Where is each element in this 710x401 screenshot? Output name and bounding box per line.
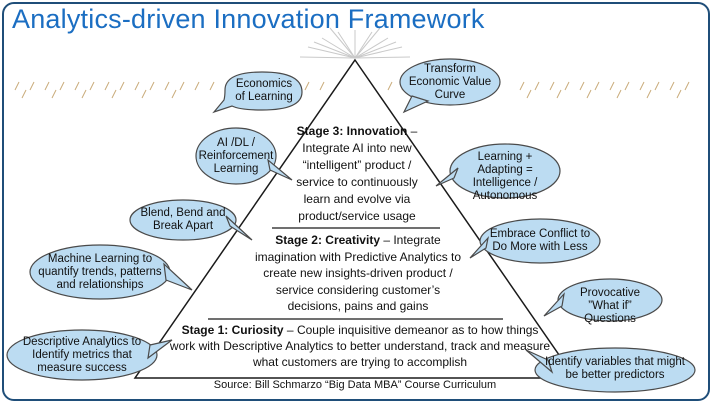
bubble-ai-shape	[195, 127, 277, 185]
source-caption: Source: Bill Schmarzo “Big Data MBA” Cou…	[213, 379, 497, 391]
bubble-learning-shape	[449, 143, 561, 199]
stage-1-label: Stage 1: Curiosity	[181, 323, 284, 337]
bubble-economics-shape	[212, 71, 303, 114]
bubble-embrace-tail	[469, 235, 490, 259]
bubble-economics: Economics of Learning	[235, 78, 293, 103]
bubble-blend-shape	[129, 199, 237, 241]
bubble-blend: Blend, Bend and Break Apart	[140, 207, 226, 232]
stage-2-text: Integrate imagination with Predictive An…	[254, 233, 462, 313]
stage-3-block: Stage 3: Innovation – Integrate AI into …	[296, 124, 418, 223]
pyramid-outline	[133, 58, 577, 379]
bubble-ml-tail	[163, 262, 193, 291]
stage-1-text: Couple inquisitive demeanor as to how th…	[169, 323, 551, 369]
bubble-identify-shape	[534, 347, 696, 393]
sun-rays	[299, 27, 411, 59]
bubble-ai: AI /DL / Reinforcement Learning	[198, 137, 274, 175]
bubble-ai-tail	[267, 158, 293, 181]
page-title: Analytics-driven Innovation Framework	[12, 4, 485, 34]
bubble-identify-tail	[525, 349, 554, 374]
bubble-blend-tail	[225, 215, 253, 241]
stage-2-label: Stage 2: Creativity	[275, 233, 380, 247]
bubble-embrace: Embrace Conflict to Do More with Less	[489, 228, 591, 253]
bubble-provocative: Provocative ”What if” Questions	[579, 287, 641, 325]
horizon-grass	[14, 81, 690, 99]
stage-3-label: Stage 3: Innovation	[296, 124, 408, 138]
bubble-learning-tail	[435, 167, 459, 187]
bubble-identify: Identify variables that might be better …	[545, 356, 685, 381]
bubble-descriptive: Descriptive Analytics to Identify metric…	[22, 336, 142, 374]
bubble-embrace-shape	[479, 218, 601, 264]
bubble-descriptive-tail	[147, 339, 173, 360]
stage-3-text: Integrate AI into new “intelligent” prod…	[296, 141, 418, 223]
bubble-ml: Machine Learning to quantify trends, pat…	[38, 253, 162, 291]
bubble-learning-adapting: Learning + Adapting = Intelligence / Aut…	[472, 151, 538, 202]
bubble-transform: Transform Economic Value Curve	[408, 63, 492, 101]
bubble-transform-shape	[399, 58, 501, 106]
stage-2-block: Stage 2: Creativity – Integrate imaginat…	[254, 233, 462, 313]
bubble-provocative-tail	[543, 292, 565, 317]
stage-1-block: Stage 1: Curiosity – Couple inquisitive …	[169, 323, 551, 369]
bubble-transform-tail	[402, 95, 430, 114]
bubble-descriptive-shape	[6, 329, 158, 381]
